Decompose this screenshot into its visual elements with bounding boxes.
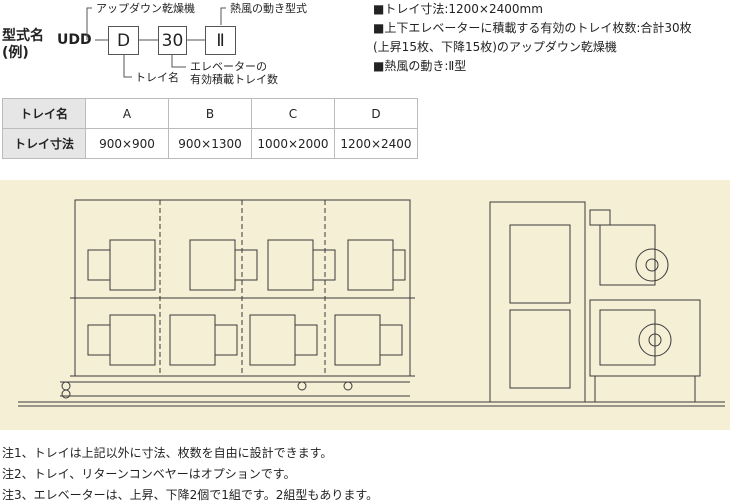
model-label-example: (例)	[2, 45, 29, 61]
model-label: 型式名 (例)	[2, 28, 44, 62]
tray-name-d: D	[334, 98, 418, 129]
note-3: 注3、エレベーターは、上昇、下降2個で1組です。2組型もあります。	[2, 488, 379, 502]
tray-name-row: トレイ名 A B C D	[2, 98, 418, 129]
anno-tray: トレイ名	[135, 71, 179, 84]
anno-elevator-2: 有効積載トレイ数	[190, 73, 278, 86]
tray-size-d: 1200×2400	[334, 128, 418, 159]
model-box-count: 30	[158, 26, 187, 55]
dryer-drawing	[0, 180, 730, 430]
dryer-drawing-svg	[18, 199, 725, 407]
tray-size-row: トレイ寸法 900×900 900×1300 1000×2000 1200×24…	[2, 128, 418, 159]
spec-line-1: ■トレイ寸法:1200×2400mm	[373, 2, 543, 16]
tray-size-b: 900×1300	[168, 128, 252, 159]
anno-flow: 熱風の動き型式	[230, 2, 307, 15]
anno-elevator-1: エレベーターの	[190, 60, 267, 73]
tray-name-b: B	[168, 98, 252, 129]
spec-line-4: ■熱風の動き:Ⅱ型	[373, 59, 467, 73]
model-box-tray: D	[108, 26, 139, 55]
model-box-flow: Ⅱ	[205, 26, 236, 55]
anno-updown: アップダウン乾燥機	[96, 2, 195, 15]
tray-size-a: 900×900	[85, 128, 169, 159]
spec-line-2: ■上下エレベーターに積載する有効のトレイ枚数:合計30枚	[373, 21, 692, 35]
spec-line-3: (上昇15枚、下降15枚)のアップダウン乾燥機	[373, 40, 617, 54]
tray-size-c: 1000×2000	[251, 128, 335, 159]
note-1: 注1、トレイは上記以外に寸法、枚数を自由に設計できます。	[2, 446, 333, 460]
tray-name-c: C	[251, 98, 335, 129]
model-label-title: 型式名	[2, 28, 44, 44]
model-prefix: UDD	[57, 32, 92, 48]
tray-name-a: A	[85, 98, 169, 129]
tray-table: トレイ名 A B C D トレイ寸法 900×900 900×1300 1000…	[2, 98, 418, 159]
note-2: 注2、トレイ、リターンコンベヤーはオプションです。	[2, 467, 296, 481]
row-header-size: トレイ寸法	[2, 128, 86, 159]
row-header-name: トレイ名	[2, 98, 86, 129]
model-connector-lines	[86, 7, 226, 78]
